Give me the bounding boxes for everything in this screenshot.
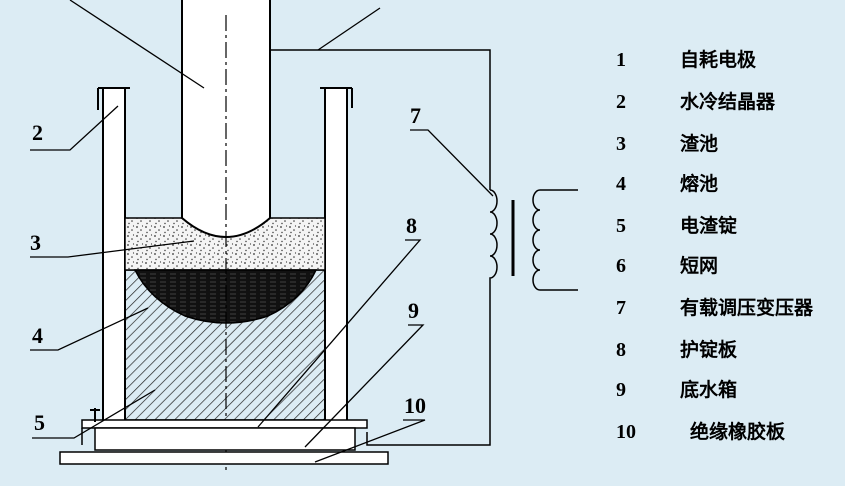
bottom-water-tank [94,427,356,451]
legend-name-3: 渣池 [680,132,718,155]
legend-num-8: 8 [616,339,626,361]
callout-7: 7 [410,103,421,128]
legend-name-2: 水冷结晶器 [680,90,776,113]
legend-num-4: 4 [616,173,626,195]
legend-name-1: 自耗电极 [680,48,757,71]
water-cooled-mold [97,87,353,431]
legend-num-10: 10 [616,421,636,443]
callout-5: 5 [34,410,45,435]
legend-num-2: 2 [616,91,626,113]
callout-9: 9 [408,298,419,323]
callout-4: 4 [32,323,43,348]
legend-name-7: 有载调压变压器 [680,296,814,319]
callout-labels: 2 3 4 5 7 8 9 10 [30,103,426,435]
callout-8: 8 [406,213,417,238]
legend-name-8: 护锭板 [680,338,738,361]
legend-num-5: 5 [616,215,626,237]
legend-name-5: 电渣锭 [680,214,737,237]
transformer [489,189,578,291]
legend-name-4: 熔池 [680,172,718,195]
short-network-circuit [270,49,491,190]
callout-3: 3 [30,230,41,255]
legend-name-10: 绝缘橡胶板 [690,420,786,443]
legend-num-6: 6 [616,255,626,277]
callout-10: 10 [404,393,426,418]
callout-2: 2 [32,120,43,145]
legend-name-9: 底水箱 [680,378,737,401]
legend-num-3: 3 [616,133,626,155]
legend-num-9: 9 [616,379,626,401]
legend: 1 自耗电极 2 水冷结晶器 3 渣池 4 熔池 5 电渣锭 6 短网 7 有载… [616,48,814,443]
legend-num-1: 1 [616,49,626,71]
leader-lines [30,0,494,463]
legend-num-7: 7 [616,297,626,319]
legend-name-6: 短网 [680,254,718,277]
insulating-rubber-plate [59,451,389,465]
